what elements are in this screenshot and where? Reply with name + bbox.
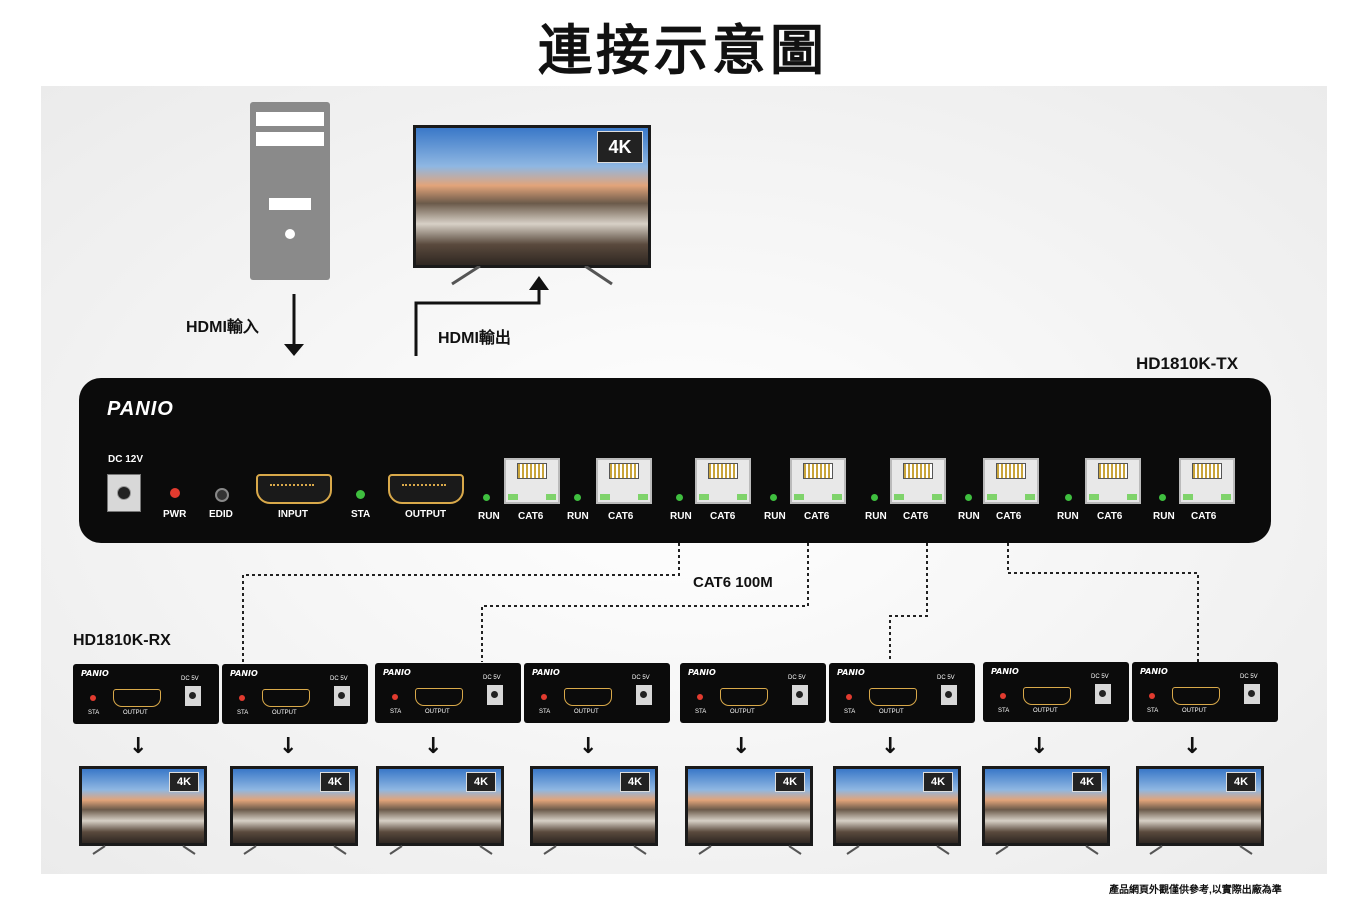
disclaimer-text: 產品網頁外觀僅供參考,以實際出廠為準 [1109, 881, 1282, 896]
